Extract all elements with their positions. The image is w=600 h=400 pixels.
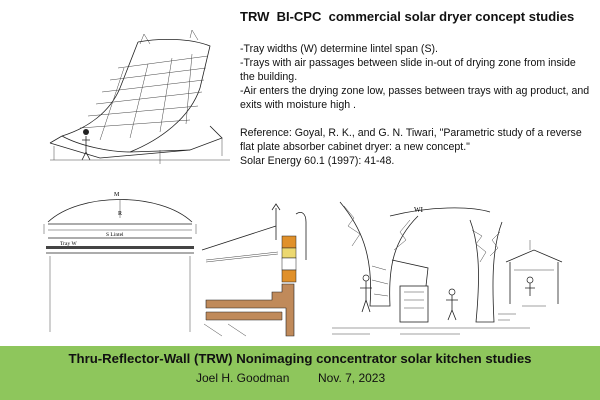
bullet-item: -Tray widths (W) determine lintel span (… [240, 43, 438, 55]
slide-title: TRW BI-CPC commercial solar dryer concep… [240, 9, 575, 24]
bullet-item: -Trays with air passages between slide i… [240, 57, 576, 83]
sketch-label-wi: WI [414, 206, 424, 214]
lintel-label-m: M [114, 192, 120, 198]
lintel-label-r: R [118, 211, 122, 217]
footer-date: Nov. 7, 2023 [318, 371, 386, 385]
building-section-sketch: WI [332, 201, 563, 335]
bullet-item: -Air enters the drying zone low, passes … [240, 85, 590, 111]
footer-author: Joel H. Goodman [196, 371, 290, 385]
reference-journal: Solar Energy 60.1 (1997): 41-48. [240, 155, 395, 167]
tray-label-w: Tray W [60, 241, 77, 247]
dryer-perspective-sketch [49, 29, 230, 164]
bullet-list: -Tray widths (W) determine lintel span (… [240, 42, 590, 112]
reference-citation: Reference: Goyal, R. K., and G. N. Tiwar… [240, 127, 582, 153]
dryer-section-diagram [201, 203, 307, 337]
lintel-span-diagram: M R S Lintel Tray W [43, 192, 197, 332]
footer-title: Thru-Reflector-Wall (TRW) Nonimaging con… [68, 351, 532, 366]
reference-block: Reference: Goyal, R. K., and G. N. Tiwar… [240, 126, 592, 168]
lintel-label-s: S Lintel [106, 232, 124, 238]
footer-banner: Thru-Reflector-Wall (TRW) Nonimaging con… [0, 346, 600, 400]
